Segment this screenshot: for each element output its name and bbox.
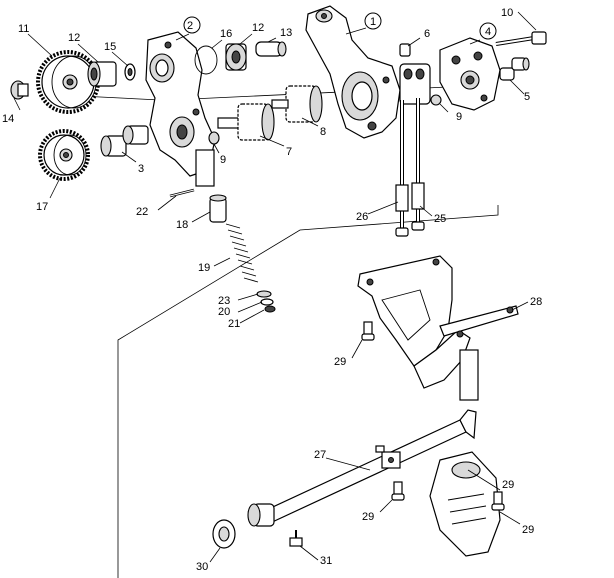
oil-strainer bbox=[429, 451, 501, 557]
callout-7: 7 bbox=[286, 146, 292, 158]
callout-31: 31 bbox=[320, 555, 332, 567]
pump-cover-2 bbox=[145, 31, 216, 187]
bearing-12-left bbox=[87, 61, 117, 87]
pin-22 bbox=[169, 188, 195, 198]
callout-14: 14 bbox=[2, 113, 14, 125]
callout-12-left: 12 bbox=[68, 32, 80, 44]
pump-body-1 bbox=[305, 5, 401, 139]
callout-19: 19 bbox=[198, 262, 210, 274]
leader-lines bbox=[13, 11, 537, 563]
callout-12-right: 12 bbox=[252, 22, 264, 34]
bushings-5 bbox=[499, 57, 530, 81]
callout-4-circle bbox=[479, 22, 497, 40]
pump-gear-7 bbox=[217, 103, 275, 141]
bearing-12-right bbox=[225, 43, 247, 71]
callout-29-d: 29 bbox=[502, 479, 514, 491]
pump-gear-8 bbox=[271, 85, 323, 123]
callout-8: 8 bbox=[320, 126, 326, 138]
callout-29-a: 29 bbox=[334, 356, 346, 368]
callout-28: 28 bbox=[530, 296, 542, 308]
callout-1-circle bbox=[364, 12, 382, 30]
callout-18: 18 bbox=[176, 219, 188, 231]
tube-end-fitting bbox=[247, 503, 275, 527]
callout-13: 13 bbox=[280, 27, 292, 39]
callout-6: 6 bbox=[424, 28, 430, 40]
pin-9-left bbox=[208, 131, 220, 145]
bolt-26 bbox=[395, 100, 409, 237]
callout-5: 5 bbox=[524, 91, 530, 103]
callout-16: 16 bbox=[220, 28, 232, 40]
callout-23: 23 bbox=[218, 295, 230, 307]
bolt-29-a bbox=[361, 321, 375, 341]
callout-labels: 11 12 15 2 16 12 13 1 6 4 10 5 9 14 3 9 … bbox=[2, 7, 542, 573]
callout-27: 27 bbox=[314, 449, 326, 461]
bolt-25 bbox=[411, 98, 425, 231]
callout-9-left: 9 bbox=[220, 154, 226, 166]
callout-26: 26 bbox=[356, 211, 368, 223]
callout-10: 10 bbox=[501, 7, 513, 19]
end-cover-4 bbox=[439, 37, 501, 111]
seal-30 bbox=[212, 519, 236, 549]
dowel-6 bbox=[399, 43, 411, 57]
spring-19 bbox=[225, 223, 259, 283]
callout-25: 25 bbox=[434, 213, 446, 225]
bolt-31 bbox=[289, 530, 303, 547]
callout-22: 22 bbox=[136, 206, 148, 218]
callout-29-c: 29 bbox=[522, 524, 534, 536]
washer-15 bbox=[124, 63, 136, 81]
bushings-3 bbox=[100, 125, 149, 157]
gear-17 bbox=[38, 129, 90, 181]
bracket-28 bbox=[357, 255, 519, 401]
ring-16 bbox=[194, 45, 218, 75]
callout-3: 3 bbox=[138, 163, 144, 175]
valve-block bbox=[399, 63, 431, 105]
callout-1: 1 bbox=[370, 16, 376, 28]
cap-14 bbox=[10, 80, 29, 100]
bolt-29-b bbox=[391, 481, 405, 501]
callout-2: 2 bbox=[187, 20, 193, 32]
bolt-29-c bbox=[491, 491, 505, 511]
bolt-10 bbox=[495, 31, 547, 46]
ring-21 bbox=[264, 305, 276, 313]
callout-29-b: 29 bbox=[362, 511, 374, 523]
callout-11: 11 bbox=[18, 23, 29, 35]
callout-17: 17 bbox=[36, 201, 48, 213]
callout-15: 15 bbox=[104, 41, 116, 53]
callout-2-circle bbox=[183, 16, 201, 34]
callout-20: 20 bbox=[218, 306, 230, 318]
callout-4: 4 bbox=[485, 26, 491, 38]
callout-9-right: 9 bbox=[456, 111, 462, 123]
spacer-13 bbox=[255, 41, 287, 57]
callout-30: 30 bbox=[196, 561, 208, 573]
pin-9-right bbox=[430, 94, 442, 106]
plunger-18 bbox=[209, 194, 227, 223]
shim-23 bbox=[256, 290, 272, 298]
ring-20 bbox=[260, 298, 274, 306]
callout-21: 21 bbox=[228, 318, 240, 330]
